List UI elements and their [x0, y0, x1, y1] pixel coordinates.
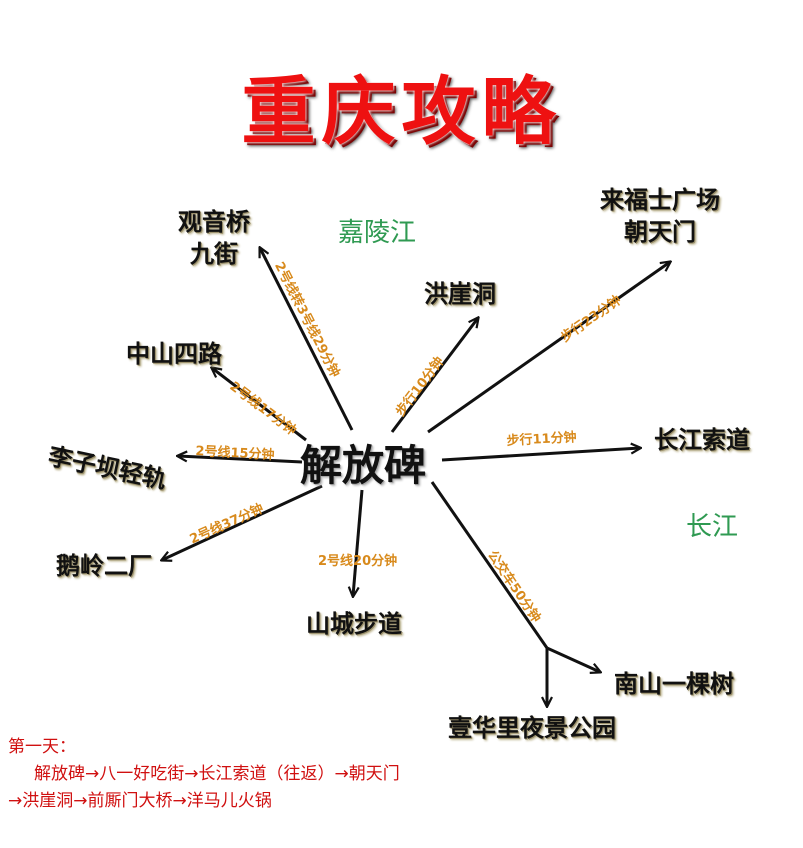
place-eling: 鹅岭二厂	[56, 552, 152, 580]
itinerary: 第一天： 解放碑→八一好吃街→长江索道（往返）→朝天门 →洪崖洞→前厮门大桥→洋…	[8, 734, 400, 815]
arrow-nanshan	[546, 646, 600, 672]
place-yihuali: 壹华里夜景公园	[448, 714, 616, 742]
itinerary-line-2: →洪崖洞→前厮门大桥→洋马儿火锅	[8, 791, 272, 811]
place-nanshan: 南山一棵树	[614, 670, 734, 698]
place-guanyinqiao: 观音桥 九街	[178, 206, 250, 270]
arrow-zhongshan	[212, 368, 307, 442]
arrow-shancheng	[353, 489, 364, 596]
route-label-cableway: 步行11分钟	[506, 430, 577, 449]
place-guanyinqiao-line1: 观音桥	[178, 208, 250, 236]
arrow-laifushi	[427, 262, 670, 434]
route-label-liziba: 2号线15分钟	[195, 443, 275, 464]
place-zhongshan: 中山四路	[126, 340, 222, 368]
route-label-shancheng: 2号线20分钟	[318, 554, 398, 569]
itinerary-day: 第一天：	[8, 737, 76, 757]
arrow-bus-trunk	[430, 481, 549, 649]
place-laifushi-line1: 来福士广场	[600, 186, 720, 214]
arrow-eling	[162, 484, 323, 560]
place-laifushi: 来福士广场 朝天门	[600, 184, 720, 248]
place-shancheng: 山城步道	[306, 610, 402, 638]
place-laifushi-line2: 朝天门	[624, 218, 696, 246]
place-cableway: 长江索道	[654, 426, 750, 454]
page-title: 重庆攻略	[241, 69, 562, 155]
arrow-hongyadong	[390, 318, 478, 433]
arrow-cableway	[441, 448, 640, 462]
river-label-changjiang: 长江	[686, 512, 739, 542]
itinerary-line-1: 解放碑→八一好吃街→长江索道（往返）→朝天门	[34, 764, 400, 784]
arrow-liziba	[178, 456, 303, 464]
arrow-guanyinqiao	[260, 248, 354, 431]
river-label-jialing: 嘉陵江	[338, 218, 417, 248]
place-hongyadong: 洪崖洞	[424, 280, 496, 308]
place-guanyinqiao-line2: 九街	[190, 240, 238, 268]
hub-jiefangbei: 解放碑	[300, 441, 427, 490]
